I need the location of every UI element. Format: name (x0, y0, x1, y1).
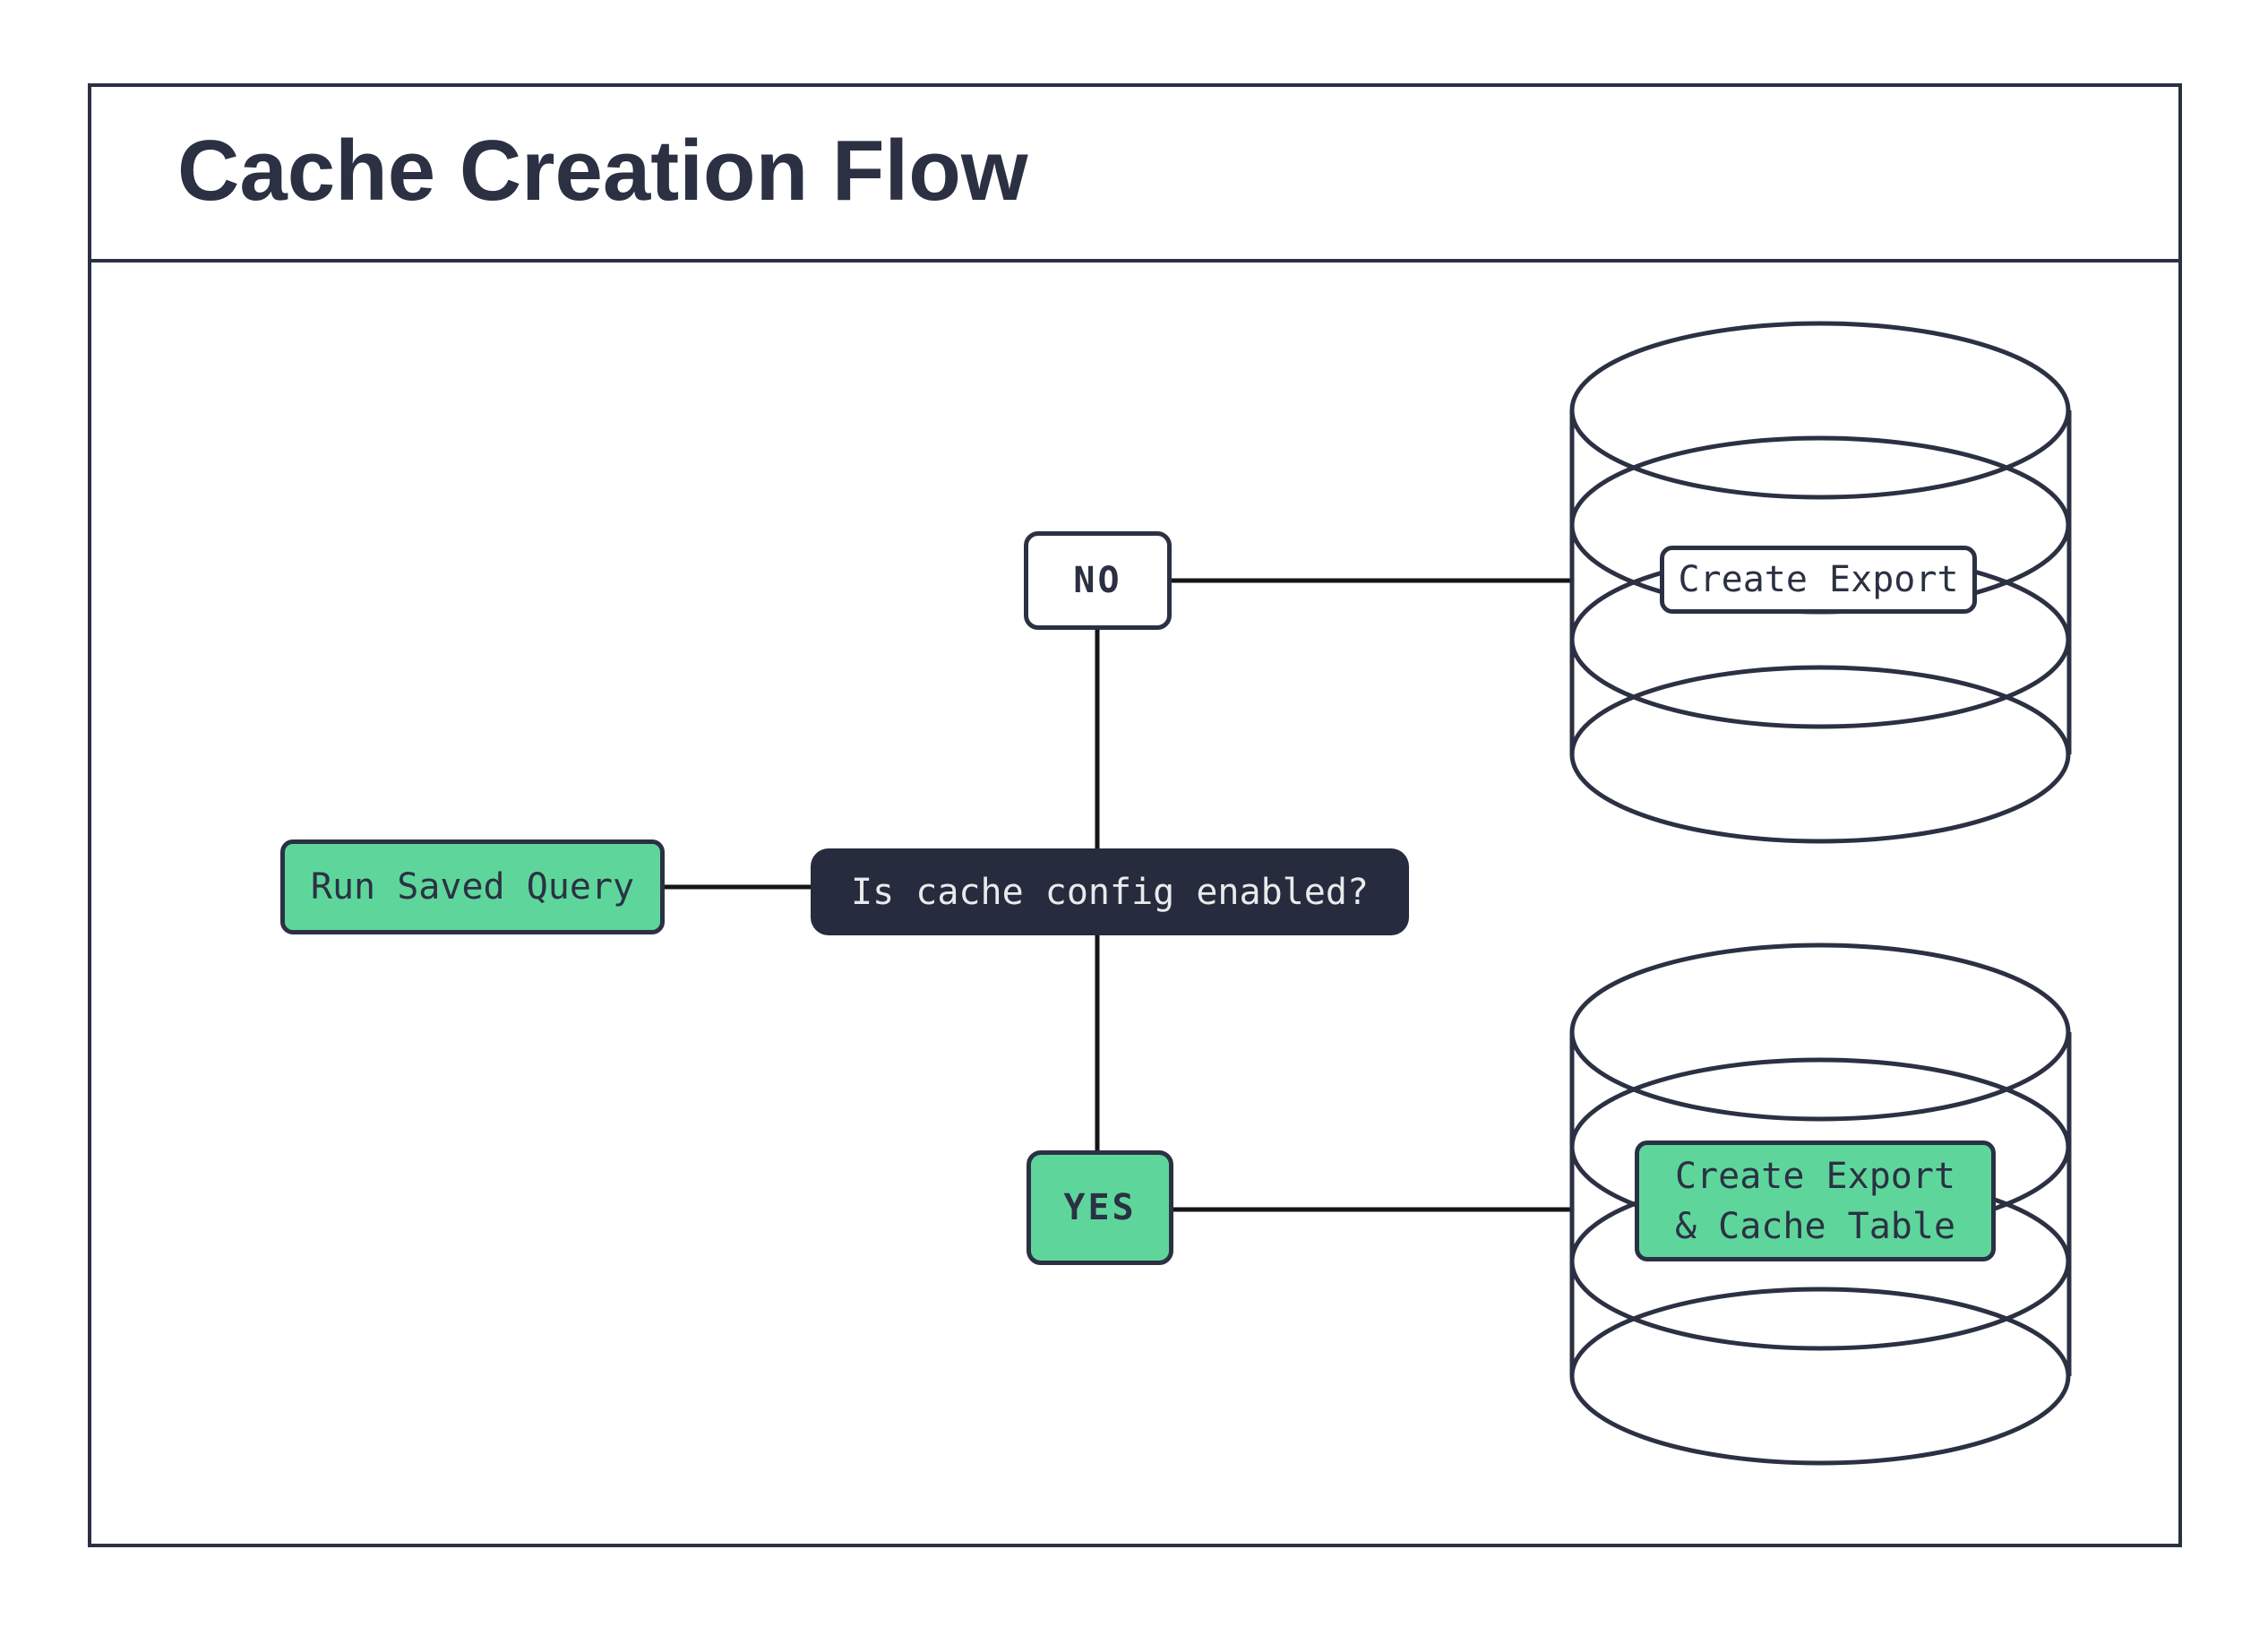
flow-outcome-create-export-cache-table: Create Export & Cache Table (1635, 1141, 1996, 1261)
flow-node-decision: Is cache config enabled? (811, 848, 1409, 935)
diagram-header: Cache Creation Flow (88, 83, 2182, 263)
outcome-yes-line1: Create Export (1674, 1155, 1956, 1197)
outcome-yes-line2: & Cache Table (1674, 1205, 1956, 1247)
page-title: Cache Creation Flow (177, 123, 1028, 219)
flow-branch-no: NO (1024, 531, 1172, 630)
flow-branch-yes: YES (1027, 1150, 1173, 1265)
connector-lines (665, 578, 1574, 1212)
cylinder-disk (1569, 943, 2071, 1122)
diagram-frame (88, 83, 2182, 1547)
flow-outcome-create-export: Create Export (1660, 546, 1977, 614)
cylinder-disk (1569, 321, 2071, 500)
flow-node-run-saved-query: Run Saved Query (280, 839, 665, 934)
cylinder-disk (1569, 665, 2071, 844)
cylinder-disk (1569, 1287, 2071, 1466)
